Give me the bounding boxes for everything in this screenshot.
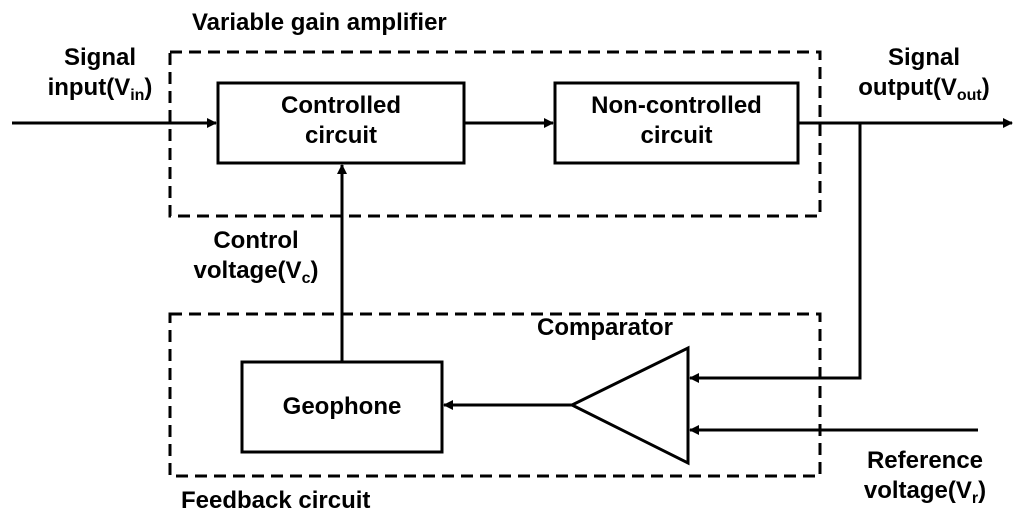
control-voltage-label: Control voltage(Vc) <box>176 226 336 287</box>
signal-input-line1: Signal <box>63 44 136 71</box>
control-voltage-sub: c <box>301 270 311 287</box>
controlled-circuit-label: Controlled circuit <box>218 91 464 151</box>
reference-voltage-label: Reference voltage(Vr) <box>850 446 1000 507</box>
reference-voltage-main: voltage(V <box>863 477 972 504</box>
controlled-line2: circuit <box>304 122 378 149</box>
geophone-label: Geophone <box>282 393 402 420</box>
reference-voltage-sub: r <box>971 490 979 507</box>
signal-output-main: output(V <box>858 74 957 101</box>
reference-voltage-line2: voltage(Vr) <box>850 476 1000 507</box>
signal-output-end: ) <box>981 74 990 101</box>
control-voltage-line2: voltage(Vc) <box>176 256 336 287</box>
signal-input-end: ) <box>144 74 153 101</box>
output-feedback-line <box>689 123 862 383</box>
noncontrolled-line1: Non-controlled <box>591 92 762 119</box>
signal-output-label: Signal output(Vout) <box>832 43 1016 104</box>
feedback-boundary <box>168 312 822 478</box>
signal-input-line2: input(Vin) <box>20 73 180 104</box>
controlled-line1: Controlled <box>281 92 401 119</box>
vga-boundary <box>168 50 822 218</box>
signal-output-sub: out <box>956 87 982 104</box>
signal-output-line2: output(Vout) <box>832 73 1016 104</box>
comparator-triangle <box>568 345 690 466</box>
comparator-label: Comparator <box>537 314 674 341</box>
reference-voltage-line1: Reference <box>866 447 984 474</box>
signal-input-main: input(V <box>47 74 131 101</box>
vga-title: Variable gain amplifier <box>192 9 447 36</box>
noncontrolled-circuit-label: Non-controlled circuit <box>555 91 798 151</box>
geophone-block <box>240 360 444 454</box>
noncontrolled-circuit-block <box>553 81 800 165</box>
feedback-title: Feedback circuit <box>181 487 371 514</box>
signal-output-line1: Signal <box>887 44 960 71</box>
reference-voltage-end: ) <box>978 477 987 504</box>
control-voltage-end: ) <box>310 257 319 284</box>
control-voltage-line1: Control <box>213 227 299 254</box>
signal-input-label: Signal input(Vin) <box>20 43 180 104</box>
noncontrolled-line2: circuit <box>640 122 713 149</box>
signal-input-sub: in <box>130 87 145 104</box>
control-voltage-main: voltage(V <box>193 257 302 284</box>
